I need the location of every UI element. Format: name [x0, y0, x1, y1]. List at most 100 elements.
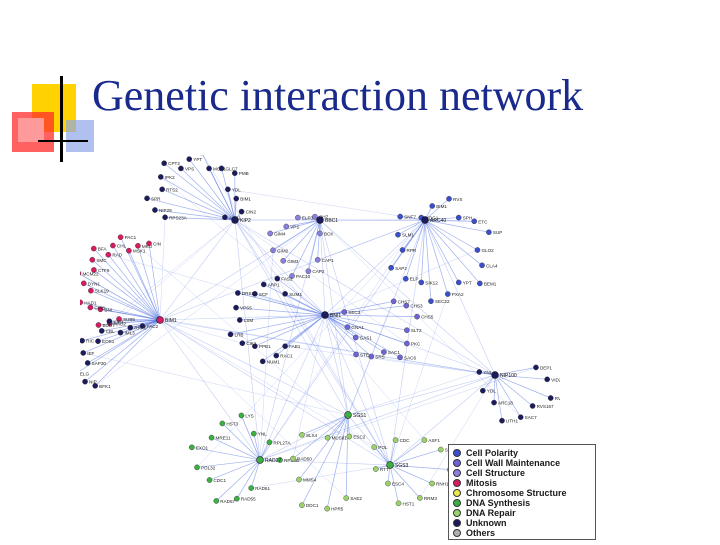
gene-label: PPB1 [259, 344, 271, 349]
gene-label: SMC [96, 258, 107, 263]
gene-node [107, 319, 112, 324]
hub-label: BIM1 [165, 318, 177, 324]
gene-node [162, 215, 167, 220]
gene-label: BIM1 [240, 197, 251, 202]
gene-node [225, 187, 230, 192]
legend-label: Chromosome Structure [466, 488, 567, 498]
gene-label: CIK1 [246, 341, 257, 346]
gene-label: MUS81 [332, 436, 348, 441]
gene-label: LRB [235, 332, 244, 337]
decor-blue-square [66, 120, 94, 152]
gene-node [252, 291, 257, 296]
gene-node [428, 299, 433, 304]
legend-item: Unknown [453, 518, 591, 528]
gene-label: HPR5 [331, 507, 344, 512]
gene-node [299, 503, 304, 508]
gene-node [260, 359, 265, 364]
gene-label: RPS23A [169, 215, 188, 220]
gene-label: PAC1 [125, 235, 137, 240]
gene-node [456, 280, 461, 285]
gene-label: VID22 [551, 377, 560, 382]
gene-label: SPR [151, 196, 161, 201]
gene-label: ETC [478, 219, 488, 224]
gene-label: RIC [86, 339, 95, 344]
gene-node [404, 303, 409, 308]
gene-node [214, 498, 219, 503]
decor-vertical-line [60, 76, 63, 162]
legend-label: DNA Repair [466, 508, 516, 518]
hub-label: SGS1 [353, 413, 367, 419]
gene-node [220, 421, 225, 426]
legend-label: Others [466, 528, 495, 538]
gene-label: RAD50 [297, 457, 312, 462]
gene-label: DDC1 [306, 503, 319, 508]
legend-swatch [453, 529, 461, 537]
gene-label: GLC7 [226, 166, 238, 171]
gene-label: NUM1 [267, 359, 280, 364]
legend-swatch [453, 449, 461, 457]
gene-node [404, 328, 409, 333]
gene-label: SLT2 [411, 328, 422, 333]
network-edge [160, 220, 235, 320]
gene-label: YDL [487, 389, 496, 394]
legend-item: Others [453, 528, 591, 538]
gene-node [545, 377, 550, 382]
gene-label: GLO2 [481, 248, 494, 253]
gene-label: UTH1 [506, 419, 518, 424]
gene-label: SUM1 [289, 292, 302, 297]
gene-node [140, 323, 145, 328]
gene-node [144, 196, 149, 201]
gene-node [80, 338, 85, 343]
gene-node [187, 157, 192, 162]
gene-label: KIP3 [113, 319, 123, 324]
gene-label: POL [378, 445, 388, 450]
gene-label: IPK2 [165, 175, 175, 180]
hub-node [232, 217, 239, 224]
gene-label: RVS167 [537, 404, 554, 409]
hub-node [345, 412, 352, 419]
gene-node [228, 332, 233, 337]
gene-node [295, 215, 300, 220]
gene-label: ARC18 [498, 401, 513, 406]
gene-node [95, 339, 100, 344]
gene-node [429, 481, 434, 486]
gene-label: MRE11 [216, 436, 231, 441]
gene-node [345, 324, 350, 329]
hub-label: RAD27 [265, 458, 281, 464]
gene-node [88, 288, 93, 293]
gene-node [118, 235, 123, 240]
gene-label: BCK [324, 231, 334, 236]
network-edge [425, 220, 495, 375]
gene-node [393, 437, 398, 442]
gene-label: STE [360, 352, 369, 357]
gene-label: RAC1 [280, 354, 293, 359]
gene-label: VPS [290, 225, 299, 230]
gene-label: SNF7 [404, 215, 416, 220]
gene-label: SUP [493, 230, 502, 235]
gene-label: CHS3 [410, 304, 423, 309]
gene-node [373, 466, 378, 471]
gene-node [491, 400, 496, 405]
gene-node [91, 267, 96, 272]
hub-label: BNI1 [330, 313, 341, 319]
gene-node [251, 431, 256, 436]
gene-label: ELG [80, 372, 89, 377]
gene-label: VPS5 [240, 306, 252, 311]
gene-label: RAD51 [255, 486, 270, 491]
gene-node [235, 290, 240, 295]
legend-swatch [453, 499, 461, 507]
gene-node [400, 247, 405, 252]
gene-node [189, 445, 194, 450]
legend-swatch [453, 519, 461, 527]
legend-item: Cell Polarity [453, 448, 591, 458]
network-edge [425, 220, 480, 283]
gene-label: SEC3 [348, 310, 360, 315]
gene-node [152, 207, 157, 212]
gene-node [80, 271, 81, 276]
hub-node [422, 217, 429, 224]
gene-label: SAP30 [92, 361, 107, 366]
gene-node [239, 209, 244, 214]
gene-node [480, 388, 485, 393]
gene-label: SPH [463, 216, 472, 221]
gene-label: SLM1 [402, 233, 414, 238]
